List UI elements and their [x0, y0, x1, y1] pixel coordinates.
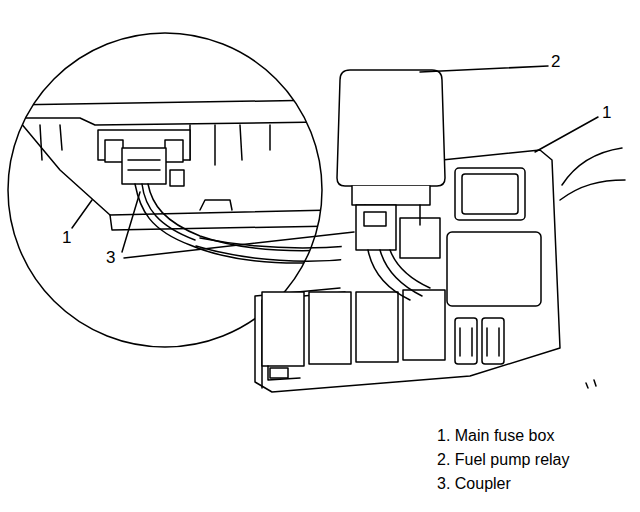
- leader-line: [535, 117, 598, 152]
- legend-item: 1. Main fuse box: [437, 427, 554, 445]
- coupler: [356, 205, 396, 250]
- leader-line: [72, 200, 92, 228]
- callout-number: 1: [62, 229, 71, 248]
- leader-line: [124, 232, 354, 258]
- label-holder: 2: [551, 53, 560, 72]
- label-holder: 3. Coupler: [437, 475, 511, 493]
- callout-number: 2: [551, 53, 560, 72]
- fuel-pump-relay: [337, 70, 445, 186]
- zoom-detail: [0, 100, 330, 263]
- label-holder: 3: [106, 249, 115, 268]
- label-holder: 1. Main fuse box: [437, 427, 554, 445]
- callout-number: 1: [602, 104, 611, 123]
- label-holder: 1: [62, 229, 71, 248]
- leader-line: [122, 192, 140, 252]
- leader-line: [420, 66, 548, 72]
- label-holder: 2. Fuel pump relay: [437, 451, 570, 469]
- main-fuse-box: [255, 150, 560, 392]
- wire-harness: [196, 238, 360, 261]
- legend-item: 3. Coupler: [437, 475, 511, 493]
- label-holder: 1: [602, 104, 611, 123]
- legend-item: 2. Fuel pump relay: [437, 451, 570, 469]
- callout-number: 3: [106, 249, 115, 268]
